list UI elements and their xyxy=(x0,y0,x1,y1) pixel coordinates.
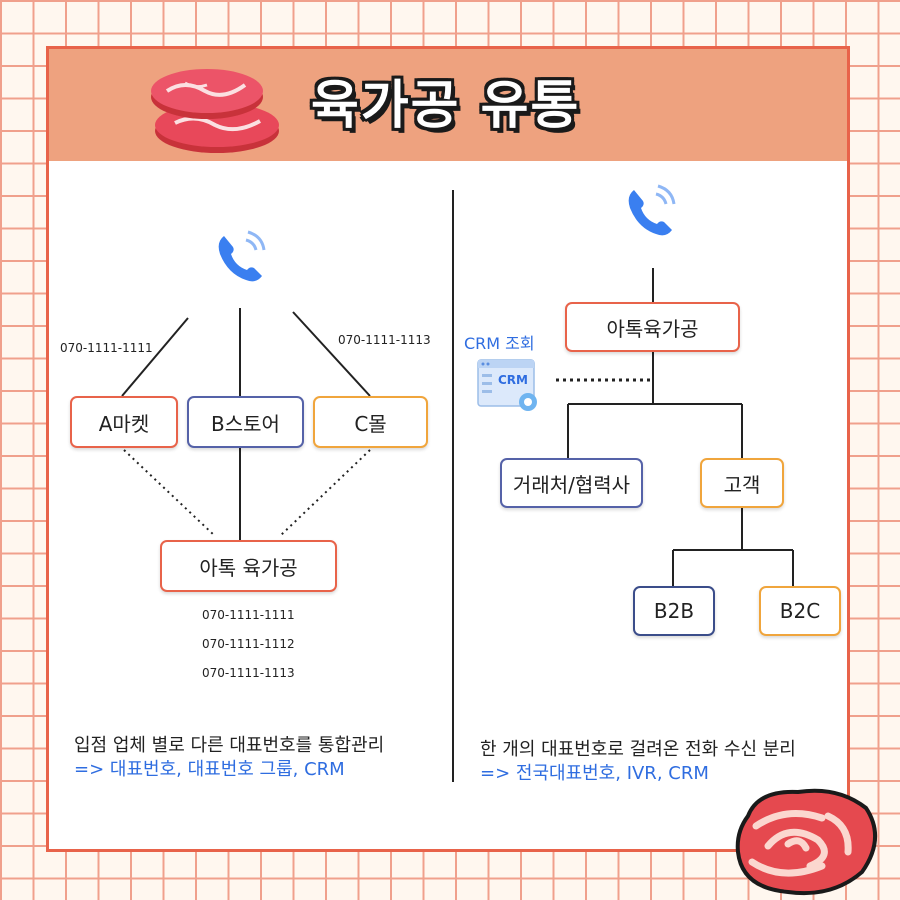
phone-number-a: 070-1111-1111 xyxy=(60,341,153,355)
phone-icon xyxy=(218,230,266,282)
main-card: 육가공 유통 xyxy=(46,46,850,852)
crm-icon-text: CRM xyxy=(498,373,528,387)
left-caption: 입점 업체 별로 다른 대표번호를 통합관리 => 대표번호, 대표번호 그룹,… xyxy=(74,734,384,782)
store-box-a: A마켓 xyxy=(70,396,178,448)
phone-icon xyxy=(628,184,676,236)
bottom-number-2: 070-1111-1112 xyxy=(202,637,295,651)
right-caption: 한 개의 대표번호로 걸려온 전화 수신 분리 => 전국대표번호, IVR, … xyxy=(480,738,796,786)
phone-number-c: 070-1111-1113 xyxy=(338,333,431,347)
meat-icon xyxy=(151,69,279,153)
left-caption-line1: 입점 업체 별로 다른 대표번호를 통합관리 xyxy=(74,735,385,756)
center-divider xyxy=(452,190,454,782)
page-title: 육가공 유통 xyxy=(311,76,581,136)
partner-box: 거래처/협력사 xyxy=(500,458,643,508)
customer-box: 고객 xyxy=(700,458,784,508)
center-company-box: 아톡 육가공 xyxy=(160,540,337,592)
crm-label: CRM 조회 xyxy=(464,334,535,353)
b2b-box: B2B xyxy=(633,586,715,636)
company-box: 아톡육가공 xyxy=(565,302,740,352)
decorative-flower-icon xyxy=(735,788,878,896)
right-caption-line1: 한 개의 대표번호로 걸려온 전화 수신 분리 xyxy=(480,739,796,760)
header-banner: 육가공 유통 xyxy=(49,49,847,161)
b2c-box: B2C xyxy=(759,586,841,636)
crm-window-icon: CRM xyxy=(477,359,537,411)
left-caption-line2: => 대표번호, 대표번호 그룹, CRM xyxy=(74,759,345,780)
right-caption-line2: => 전국대표번호, IVR, CRM xyxy=(480,763,709,784)
store-box-c: C몰 xyxy=(313,396,428,448)
bottom-number-3: 070-1111-1113 xyxy=(202,666,295,680)
store-box-b: B스토어 xyxy=(187,396,304,448)
bottom-number-1: 070-1111-1111 xyxy=(202,608,295,622)
